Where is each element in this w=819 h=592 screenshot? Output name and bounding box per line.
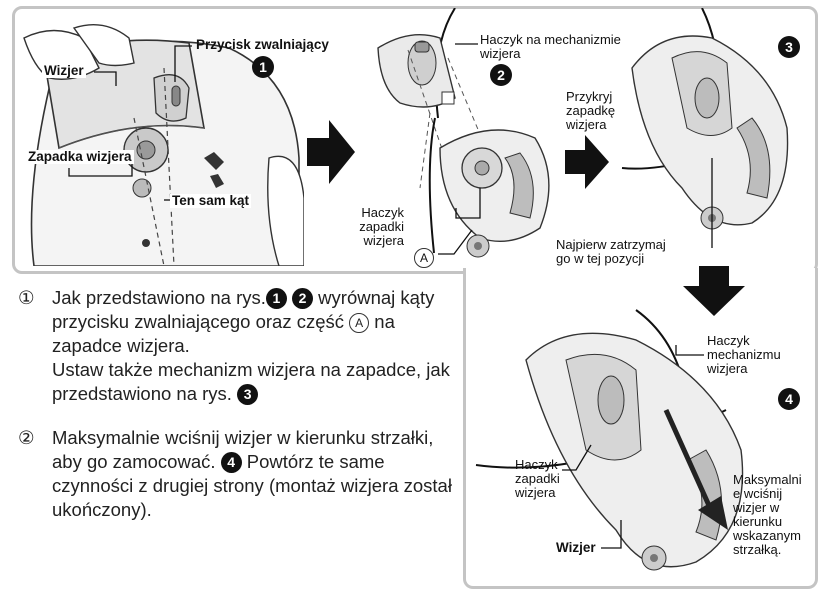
label-visor-catch: Zapadka wizjera <box>26 150 134 164</box>
label-press-5: wskazanym <box>733 529 801 543</box>
badge-ref-2: 2 <box>292 288 313 309</box>
label-press-1: Maksymalni <box>733 473 802 487</box>
label-release-button: Przycisk zwalniający <box>196 38 329 52</box>
label-same-angle: Ten sam kąt <box>170 194 251 208</box>
label-press-2: e wciśnij <box>733 487 782 501</box>
arrow-right-icon <box>307 120 355 184</box>
label-cover-2: zapadkę <box>566 104 615 118</box>
label-visor: Wizjer <box>42 64 86 78</box>
badge-2: 2 <box>490 64 512 86</box>
label-cover-1: Przykryj <box>566 90 612 104</box>
label-mech-hook-4a: Haczyk <box>707 334 750 348</box>
label-catch-hook-4b: zapadki <box>515 472 560 486</box>
badge-ref-3: 3 <box>237 384 258 405</box>
label-catch-hook-3: wizjera <box>350 234 404 248</box>
label-mech-hook-4b: mechanizmu <box>707 348 781 362</box>
badge-ref-1: 1 <box>266 288 287 309</box>
step-number: ① <box>18 286 35 310</box>
badge-4: 4 <box>778 388 800 410</box>
badge-ref-4: 4 <box>221 452 242 473</box>
label-cover-3: wizjera <box>566 118 606 132</box>
instruction-steps: ① Jak przedstawiono na rys.1 2 wyrównaj … <box>18 286 458 536</box>
label-catch-hook-4c: wizjera <box>515 486 555 500</box>
arrow-right-icon <box>565 135 609 189</box>
label-press-6: strzałką. <box>733 543 781 557</box>
label-catch-hook-2: zapadki <box>350 220 404 234</box>
label-mech-hook-1: Haczyk na mechanizmie <box>480 33 621 47</box>
badge-1: 1 <box>252 56 274 78</box>
badge-3: 3 <box>778 36 800 58</box>
instruction-step-2: ② Maksymalnie wciśnij wizjer w kierunku … <box>18 426 458 522</box>
label-catch-hook-4a: Haczyk <box>515 458 558 472</box>
label-visor-4: Wizjer <box>556 541 596 555</box>
marker-a-ref: A <box>349 313 369 333</box>
label-stop-2: go w tej pozycji <box>556 252 644 266</box>
label-stop-1: Najpierw zatrzymaj <box>556 238 666 252</box>
instruction-step-1: ① Jak przedstawiono na rys.1 2 wyrównaj … <box>18 286 458 406</box>
step-number: ② <box>18 426 35 450</box>
label-press-4: kierunku <box>733 515 782 529</box>
label-press-3: wizjer w <box>733 501 779 515</box>
marker-a: A <box>414 248 434 268</box>
label-mech-hook-2: wizjera <box>480 47 520 61</box>
label-mech-hook-4c: wizjera <box>707 362 747 376</box>
label-catch-hook-1: Haczyk <box>350 206 404 220</box>
